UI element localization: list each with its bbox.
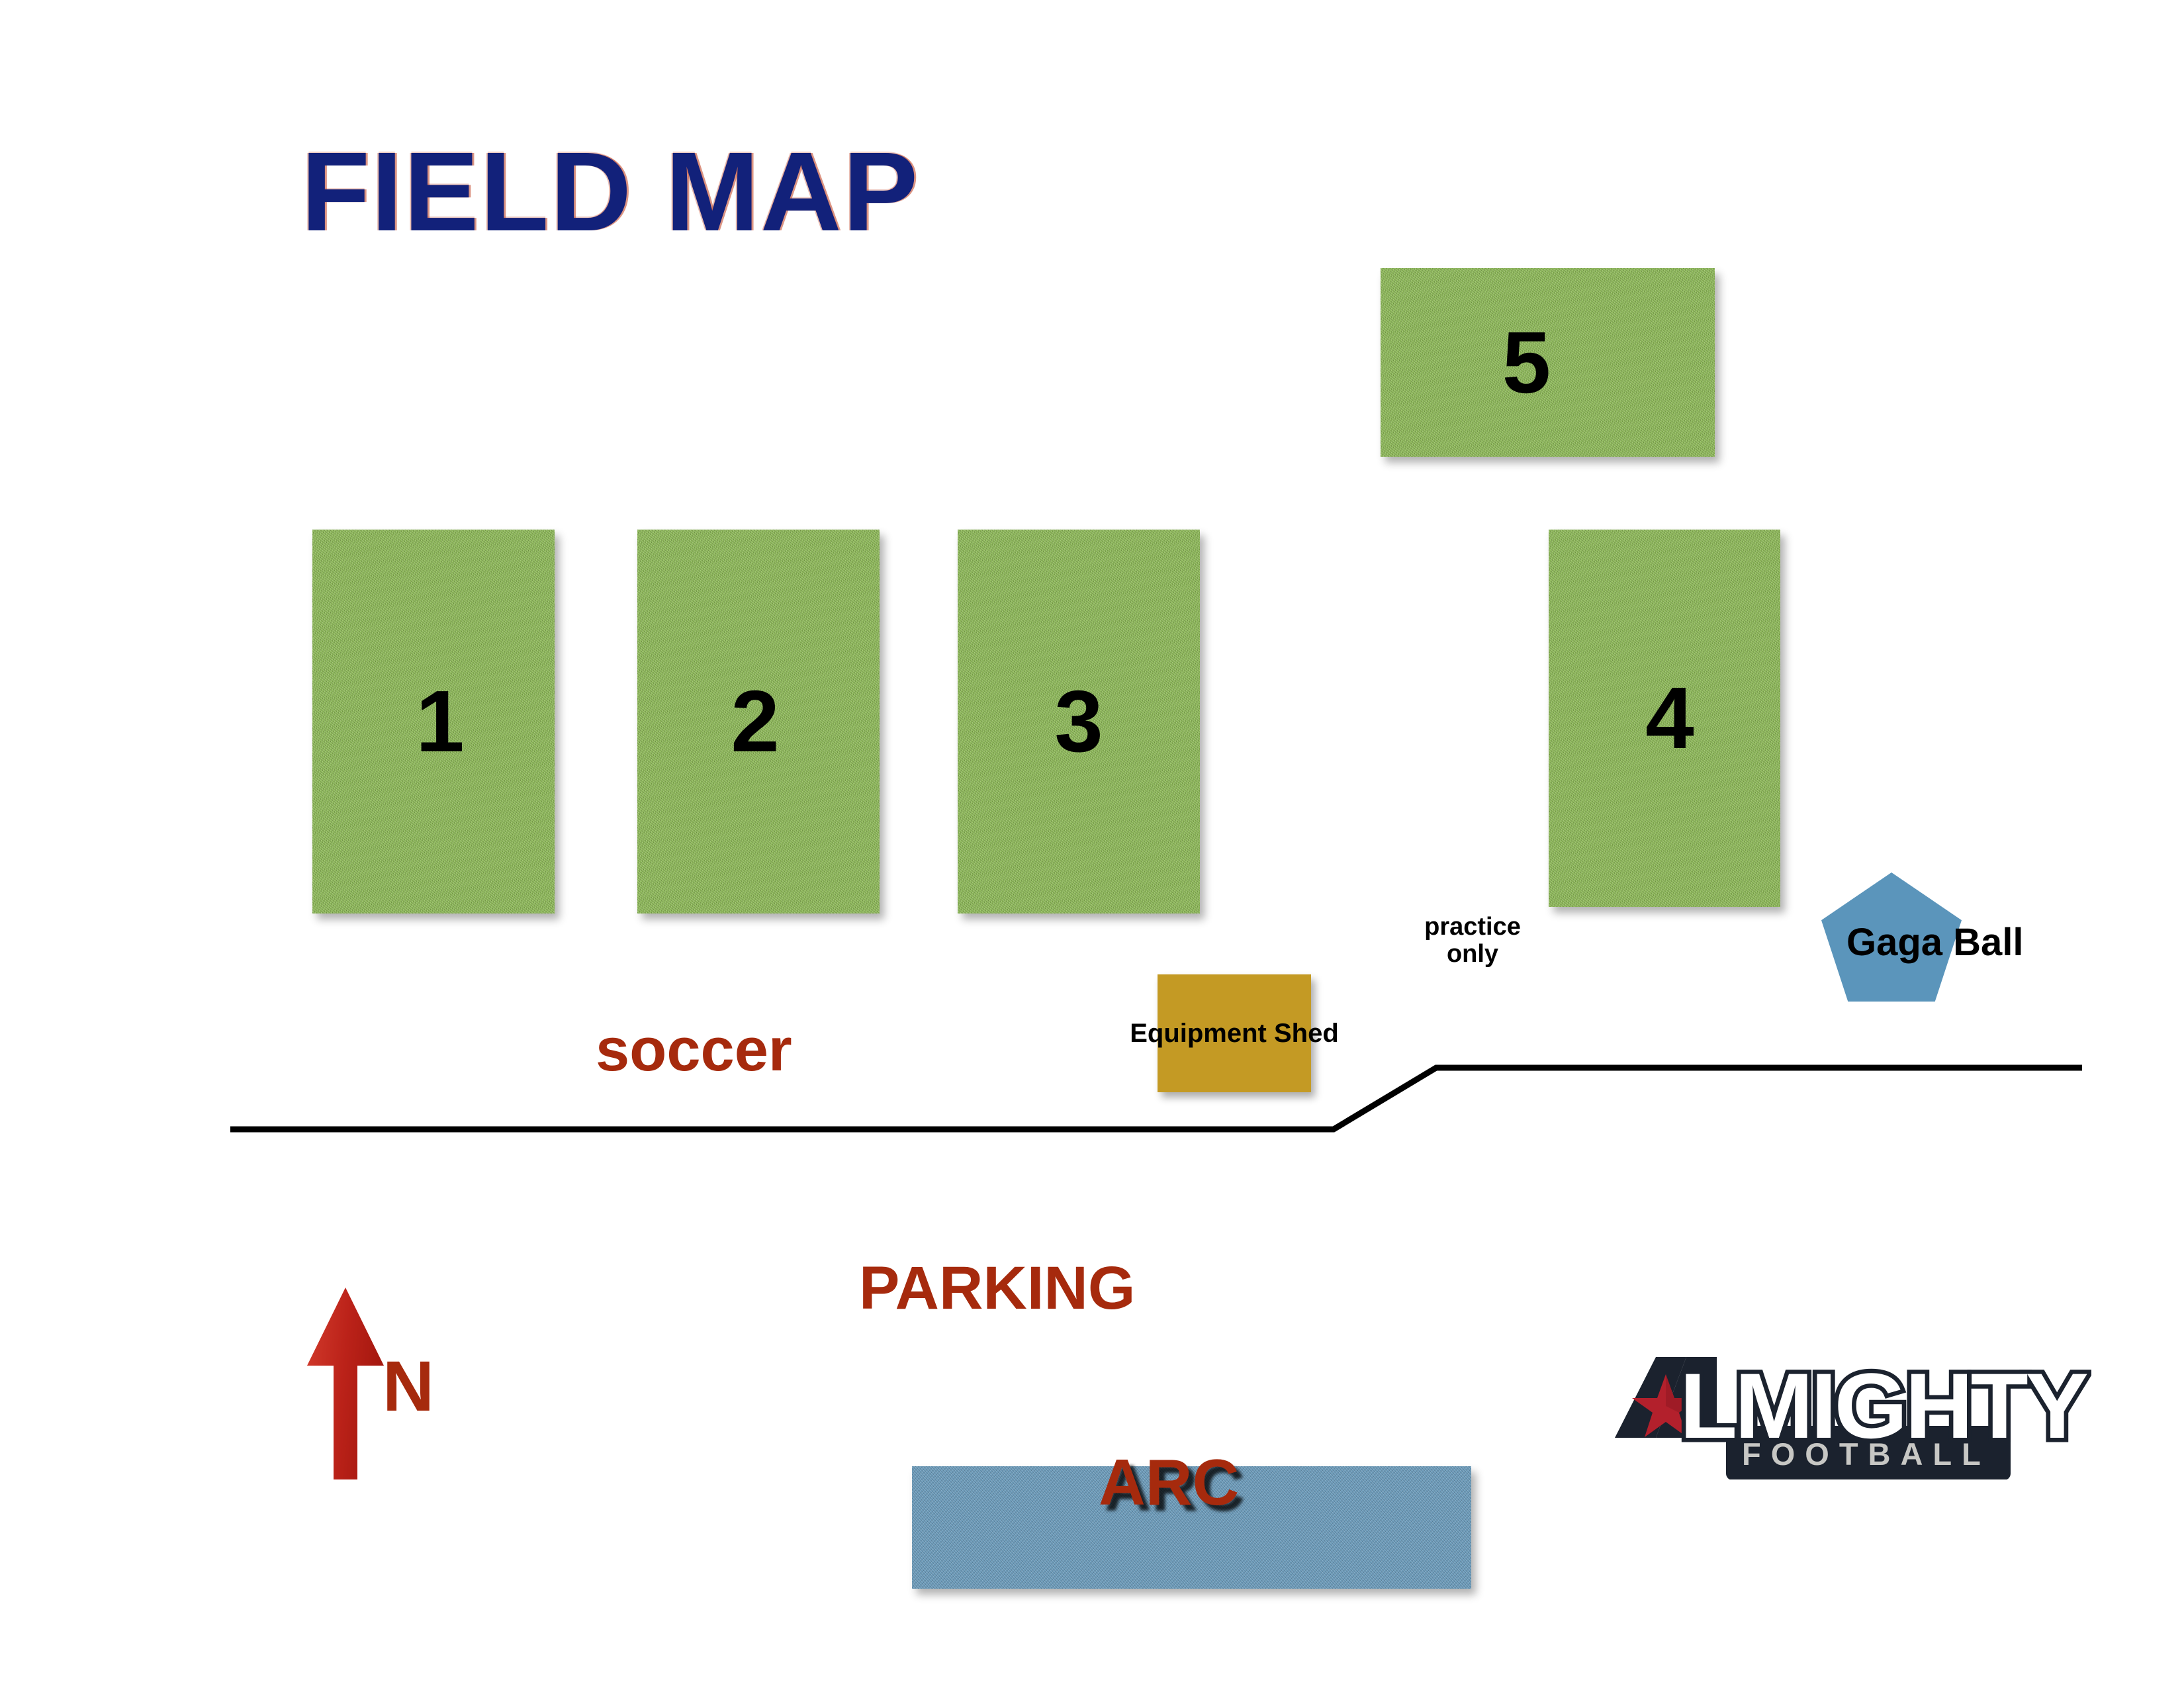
logo-letter-a: [1615, 1357, 1717, 1438]
practice-only-line-2: only: [1446, 940, 1499, 968]
logo-star-icon: [1632, 1374, 1700, 1437]
field-number-label: 2: [731, 673, 780, 770]
almighty-football-logo: FOOTBALL LMIGHTY: [1615, 1350, 2091, 1479]
parking-area-label: PARKING: [859, 1254, 1136, 1322]
field-4[interactable]: 4: [1549, 530, 1780, 907]
logo-football-band: FOOTBALL: [1726, 1426, 2011, 1479]
field-number-label: 3: [1054, 673, 1103, 770]
arc-building-label: ARC: [1099, 1446, 1240, 1519]
practice-only-note: practice only: [1403, 913, 1542, 968]
svg-text:LMIGHTY: LMIGHTY: [1680, 1354, 2088, 1457]
logo-almighty-text: LMIGHTY: [1675, 1350, 2091, 1462]
field-number-label: 1: [416, 673, 465, 770]
field-number-label: 4: [1645, 669, 1694, 767]
soccer-area-label: soccer: [596, 1016, 792, 1084]
field-1[interactable]: 1: [312, 530, 555, 914]
equipment-shed[interactable]: Equipment Shed: [1130, 974, 1339, 1092]
field-number-label: 5: [1502, 313, 1551, 411]
practice-only-line-1: practice: [1424, 913, 1521, 941]
equipment-shed-label: Equipment Shed: [1130, 1019, 1339, 1048]
field-2[interactable]: 2: [637, 530, 880, 914]
gaga-ball-label: Gaga Ball: [1846, 921, 2024, 964]
north-label: N: [383, 1346, 434, 1426]
north-arrow-icon: [307, 1288, 384, 1479]
field-5[interactable]: 5: [1381, 268, 1715, 457]
field-3[interactable]: 3: [958, 530, 1200, 914]
arc-building[interactable]: [912, 1466, 1471, 1589]
logo-football-text: FOOTBALL: [1742, 1436, 1991, 1472]
page-title: FIELD MAP: [301, 129, 920, 255]
